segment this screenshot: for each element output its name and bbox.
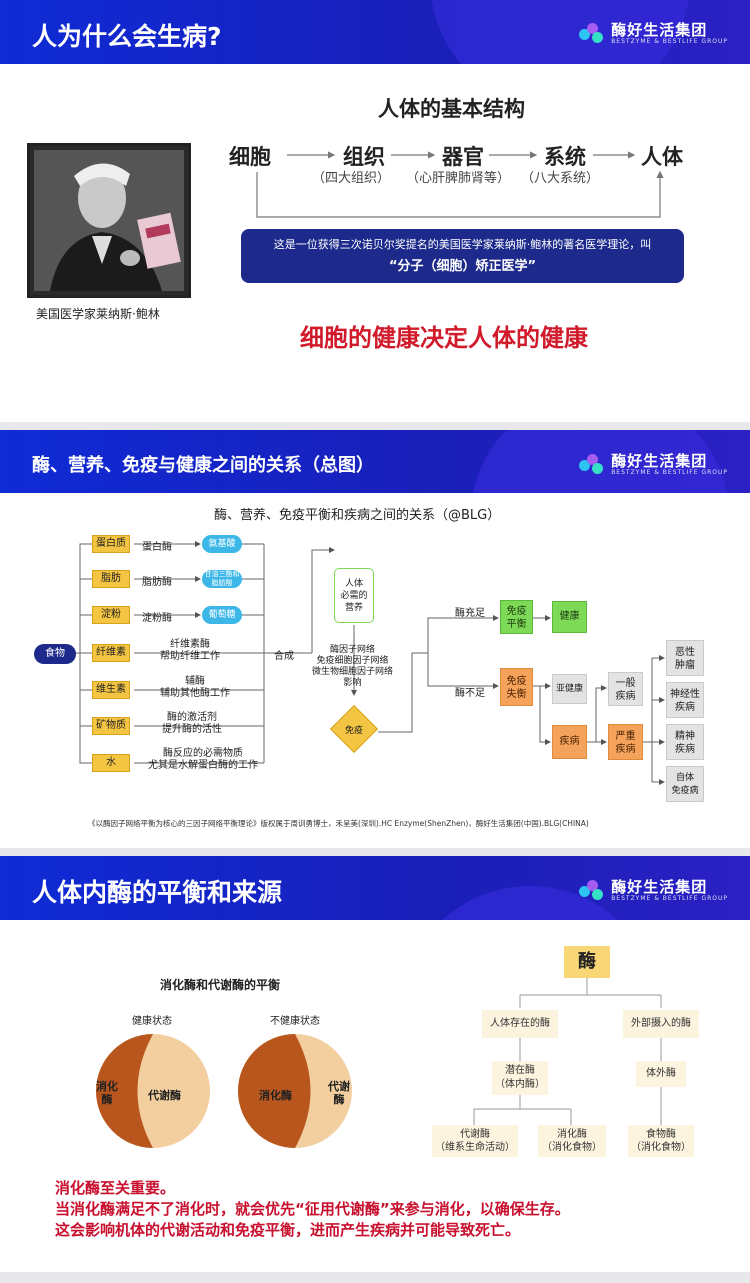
- nutrient-fat: 脂肪: [92, 570, 130, 588]
- quote-line2: “分子（细胞）矫正医学”: [388, 259, 537, 274]
- general-disease-box: 一般 疾病: [608, 672, 643, 706]
- note-water: 酶反应的必需物质 尤其是水解蛋白酶的工作: [148, 748, 258, 771]
- quote-box: 这是一位获得三次诺贝尔奖提名的美国医学家莱纳斯·鲍林的著名医学理论，叫 “分子（…: [241, 229, 684, 283]
- section3-title: 人体内酶的平衡和来源: [32, 878, 283, 907]
- enzyme-protease: 蛋白酶: [142, 542, 172, 553]
- brand-sub: BESTZYME & BESTLIFE GROUP: [611, 38, 728, 45]
- chain-body: 人体: [641, 145, 683, 169]
- enzyme-amylase: 淀粉酶: [142, 613, 172, 624]
- subhealth-box: 亚健康: [552, 674, 587, 704]
- healthy-digestive-label: 消化 酶: [96, 1080, 118, 1106]
- diagram-title: 酶、营养、免疫平衡和疾病之间的关系（@BLG）: [214, 508, 501, 523]
- serious-disease-box: 严重 疾病: [608, 724, 643, 760]
- tree-digestive: 消化酶 （消化食物）: [538, 1125, 606, 1157]
- chain-system: 系统: [544, 145, 586, 169]
- nutrient-fiber: 纤维素: [92, 644, 130, 662]
- section1-title: 人为什么会生病?: [32, 22, 222, 51]
- separator-2: [0, 848, 750, 856]
- outcome-neuro: 神经性 疾病: [666, 682, 704, 718]
- tree-body-enzymes: 人体存在的酶: [482, 1010, 558, 1038]
- immune-balance-box: 免疫 平衡: [500, 600, 533, 634]
- healthy-label: 健康状态: [132, 1016, 172, 1027]
- pie-title: 消化酶和代谢酶的平衡: [160, 978, 281, 992]
- chain-cell: 细胞: [229, 145, 271, 169]
- structure-title: 人体的基本结构: [378, 97, 525, 121]
- note-mineral: 酶的激活剂 提升酶的活性: [162, 712, 222, 735]
- tree-metabolic: 代谢酶 （维系生命活动）: [432, 1125, 518, 1157]
- immunity-label: 免疫: [344, 726, 363, 736]
- quote-line1: 这是一位获得三次诺贝尔奖提名的美国医学家莱纳斯·鲍林的著名医学理论，叫: [273, 238, 652, 251]
- unhealthy-pie: [238, 1034, 352, 1148]
- tree-exogenous: 体外酶: [636, 1061, 686, 1087]
- separator-3: [0, 1272, 750, 1283]
- note-fiber: 纤维素酶 帮助纤维工作: [160, 639, 220, 662]
- healthy-metabolic-label: 代谢酶: [148, 1089, 181, 1102]
- outcome-mental: 精神 疾病: [666, 724, 704, 760]
- copyright-note: 《以酶因子网络平衡为核心的三因子网络平衡理论》版权属于周训勇博士，禾呈美(深圳)…: [88, 819, 589, 828]
- separator-1: [0, 422, 750, 430]
- network-note: 酶因子网络 免疫细胞因子网络 微生物细胞因子网络 影响: [312, 645, 394, 688]
- diagram-lines: [76, 541, 665, 785]
- product-amino-acid: 氨基酸: [202, 535, 242, 553]
- section2-title: 酶、营养、免疫与健康之间的关系（总图）: [32, 455, 374, 476]
- pauling-photo: [27, 143, 191, 298]
- healthy-pie: [96, 1034, 210, 1148]
- tree-root: 酶: [564, 946, 610, 978]
- warning-line-2: 当消化酶满足不了消化时，就会优先“征用代谢酶”来参与消化，以确保生存。: [55, 1200, 570, 1218]
- brand-mark-icon: [579, 880, 605, 902]
- product-fatty-acid: 甘油三酯和脂肪酸: [202, 570, 242, 588]
- photo-caption: 美国医学家莱纳斯·鲍林: [36, 307, 160, 321]
- nutrient-water: 水: [92, 754, 130, 772]
- nutrient-vitamin: 维生素: [92, 681, 130, 699]
- chain-arrows: [256, 151, 664, 218]
- note-vitamin: 辅酶 辅助其他酶工作: [160, 676, 230, 699]
- outcome-autoimmune: 自体 免疫病: [666, 766, 704, 802]
- slogan: 细胞的健康决定人体的健康: [300, 324, 588, 352]
- outcome-tumor: 恶性 肿瘤: [666, 640, 704, 676]
- nutrient-mineral: 矿物质: [92, 717, 130, 735]
- chain-sub-system: （八大系统）: [521, 171, 600, 186]
- brand-sub: BESTZYME & BESTLIFE GROUP: [611, 895, 728, 902]
- product-glucose: 葡萄糖: [202, 606, 242, 624]
- warning-line-3: 这会影响机体的代谢活动和免疫平衡，进而产生疾病并可能导致死亡。: [55, 1221, 521, 1239]
- unhealthy-label: 不健康状态: [270, 1016, 320, 1027]
- tree-latent-enzymes: 潜在酶 （体内酶）: [492, 1061, 548, 1095]
- brand-name: 酶好生活集团: [611, 878, 708, 896]
- unhealthy-digestive-label: 消化酶: [259, 1089, 292, 1102]
- enzyme-lipase: 脂肪酶: [142, 577, 172, 588]
- nutrient-box: 人体 必需的 营养: [334, 568, 374, 623]
- chain-sub-tissue: （四大组织）: [312, 171, 391, 186]
- food-root: 食物: [34, 644, 76, 664]
- nutrient-protein: 蛋白质: [92, 535, 130, 553]
- disease-box: 疾病: [552, 725, 587, 759]
- brand-mark-icon: [579, 23, 605, 45]
- enzyme-sufficient-label: 酶充足: [455, 608, 485, 619]
- brand-name: 酶好生活集团: [611, 452, 708, 470]
- tree-external-enzymes: 外部摄入的酶: [623, 1010, 699, 1038]
- tree-lines: [473, 978, 662, 1125]
- brand-sub: BESTZYME & BESTLIFE GROUP: [611, 469, 728, 476]
- unhealthy-metabolic-label: 代谢 酶: [328, 1080, 350, 1106]
- brand-name: 酶好生活集团: [611, 21, 708, 39]
- chain-sub-organ: （心肝脾肺肾等）: [406, 171, 511, 186]
- warning-line-1: 消化酶至关重要。: [55, 1179, 176, 1197]
- health-box: 健康: [552, 601, 587, 633]
- immune-imbalance-box: 免疫 失衡: [500, 668, 533, 706]
- synthesis-label: 合成: [274, 651, 294, 662]
- chain-organ: 器官: [442, 145, 484, 169]
- brand-mark-icon: [579, 454, 605, 476]
- nutrient-starch: 淀粉: [92, 606, 130, 624]
- chain-tissue: 组织: [343, 145, 385, 169]
- enzyme-deficient-label: 酶不足: [455, 688, 485, 699]
- tree-food-enzymes: 食物酶 （消化食物）: [628, 1125, 694, 1157]
